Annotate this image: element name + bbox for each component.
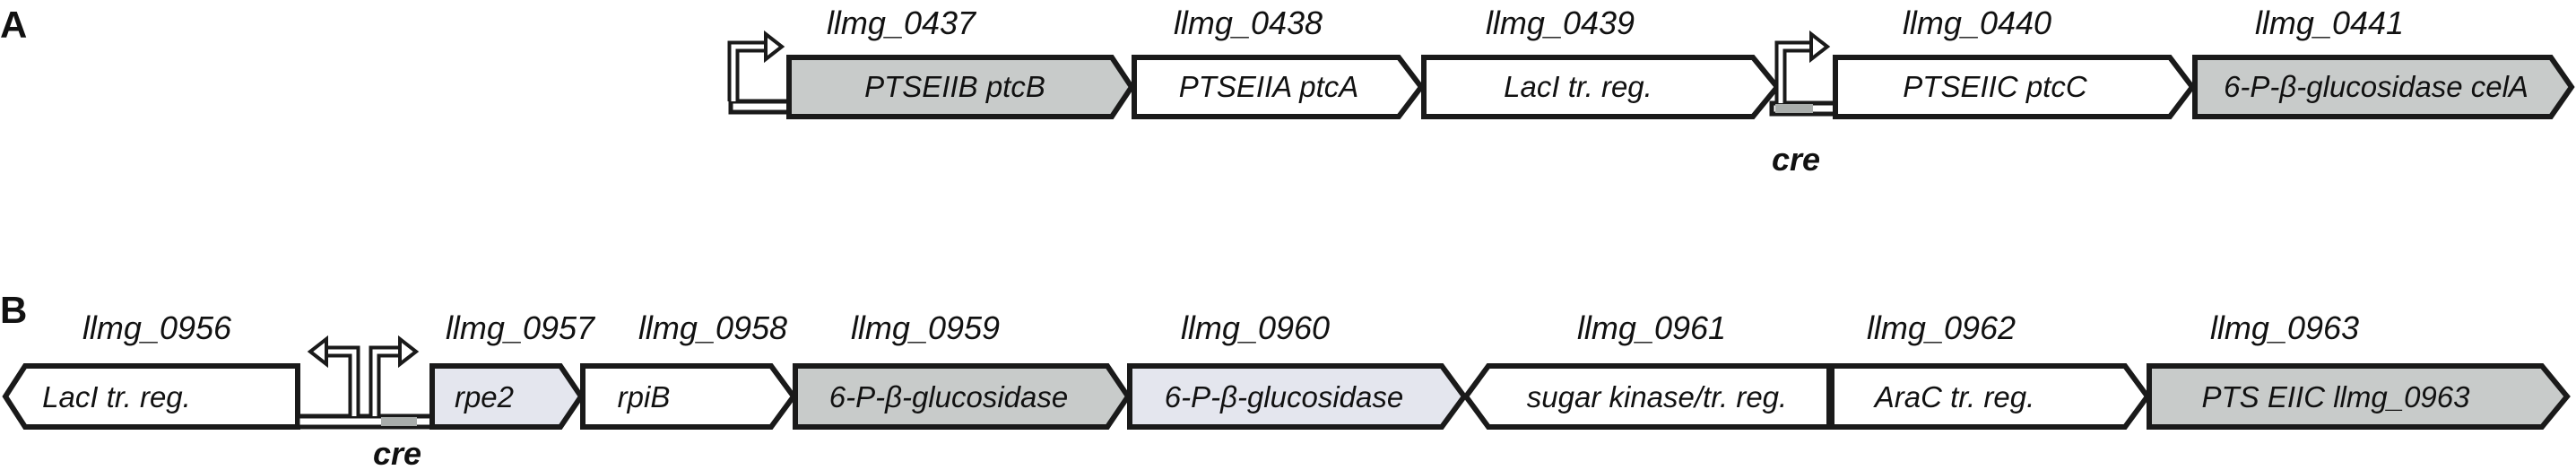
gene-label: LacI tr. reg. <box>1504 70 1652 103</box>
panel-b-letter: B <box>0 289 27 331</box>
gene-label: rpiB <box>618 380 671 413</box>
promoter-arrow-icon <box>727 40 768 101</box>
gene-arrow-llmg-0956 <box>2 363 300 430</box>
locus-tag: llmg_0959 <box>851 309 1000 346</box>
cre-site-box <box>381 417 417 426</box>
gene-arrow-llmg-0438 <box>1132 55 1425 119</box>
gene-arrow-llmg-0440 <box>1833 55 2196 119</box>
locus-tag: llmg_0960 <box>1181 309 1330 346</box>
panel-b: LacI tr. reg. rpe2 rpiB 6-P-β-glucosidas… <box>2 309 2571 470</box>
locus-tag: llmg_0439 <box>1486 4 1635 41</box>
locus-tag: llmg_0963 <box>2210 309 2359 346</box>
gene-arrow-llmg-0957 <box>429 363 585 430</box>
gene-arrow-llmg-0962 <box>1829 363 2151 430</box>
cre-label: cre <box>1772 141 1820 178</box>
promoter-arrow-icon <box>1774 40 1813 103</box>
locus-tag: llmg_0438 <box>1174 4 1323 41</box>
locus-tag: llmg_0957 <box>446 309 596 346</box>
gene-label: 6-P-β-glucosidase <box>829 380 1068 413</box>
gene-arrow-llmg-0963 <box>2147 363 2571 430</box>
gene-arrow-llmg-0958 <box>580 363 797 430</box>
gene-arrow-llmg-0439 <box>1421 55 1781 119</box>
gene-label: AraC tr. reg. <box>1873 380 2035 413</box>
gene-label: PTSEIIA ptcA <box>1179 70 1359 103</box>
locus-tag: llmg_0956 <box>82 309 232 346</box>
cre-site-box <box>1775 104 1813 113</box>
gene-arrow-llmg-0437 <box>786 55 1135 119</box>
locus-tag: llmg_0961 <box>1577 309 1726 346</box>
panel-a-letter: A <box>0 4 27 46</box>
gene-label: LacI tr. reg. <box>42 380 191 413</box>
gene-label: sugar kinase/tr. reg. <box>1527 380 1787 413</box>
gene-label: 6-P-β-glucosidase <box>1165 380 1403 413</box>
promoter-arrow-left-icon <box>325 345 360 416</box>
panel-a: PTSEIIB ptcB PTSEIIA ptcA LacI tr. reg. … <box>727 4 2575 178</box>
promoter-arrow-right-icon <box>369 345 402 416</box>
locus-tag: llmg_0958 <box>638 309 787 346</box>
gene-arrow-llmg-0961 <box>1462 363 1832 430</box>
gene-arrow-llmg-0959 <box>793 363 1132 430</box>
locus-tag: llmg_0437 <box>827 4 977 41</box>
locus-tag: llmg_0440 <box>1903 4 2051 41</box>
locus-tag: llmg_0962 <box>1867 309 2016 346</box>
gene-arrow-llmg-0441 <box>2192 55 2575 119</box>
promoter-arrowhead-icon <box>307 335 328 369</box>
promoter-arrowhead-icon <box>398 335 420 369</box>
promoter-arrowhead-icon <box>764 30 785 64</box>
gene-arrow-llmg-0960 <box>1127 363 1468 430</box>
intergenic-region <box>728 99 793 115</box>
gene-label: PTSEIIC ptcC <box>1903 70 2088 103</box>
gene-label: PTSEIIB ptcB <box>864 70 1045 103</box>
locus-tag: llmg_0441 <box>2255 4 2404 41</box>
cre-label: cre <box>373 435 421 470</box>
gene-label: rpe2 <box>455 380 514 413</box>
promoter-arrowhead-icon <box>1809 30 1831 64</box>
gene-label: 6-P-β-glucosidase celA <box>2224 70 2528 103</box>
gene-label: PTS EIIC llmg_0963 <box>2202 380 2471 413</box>
